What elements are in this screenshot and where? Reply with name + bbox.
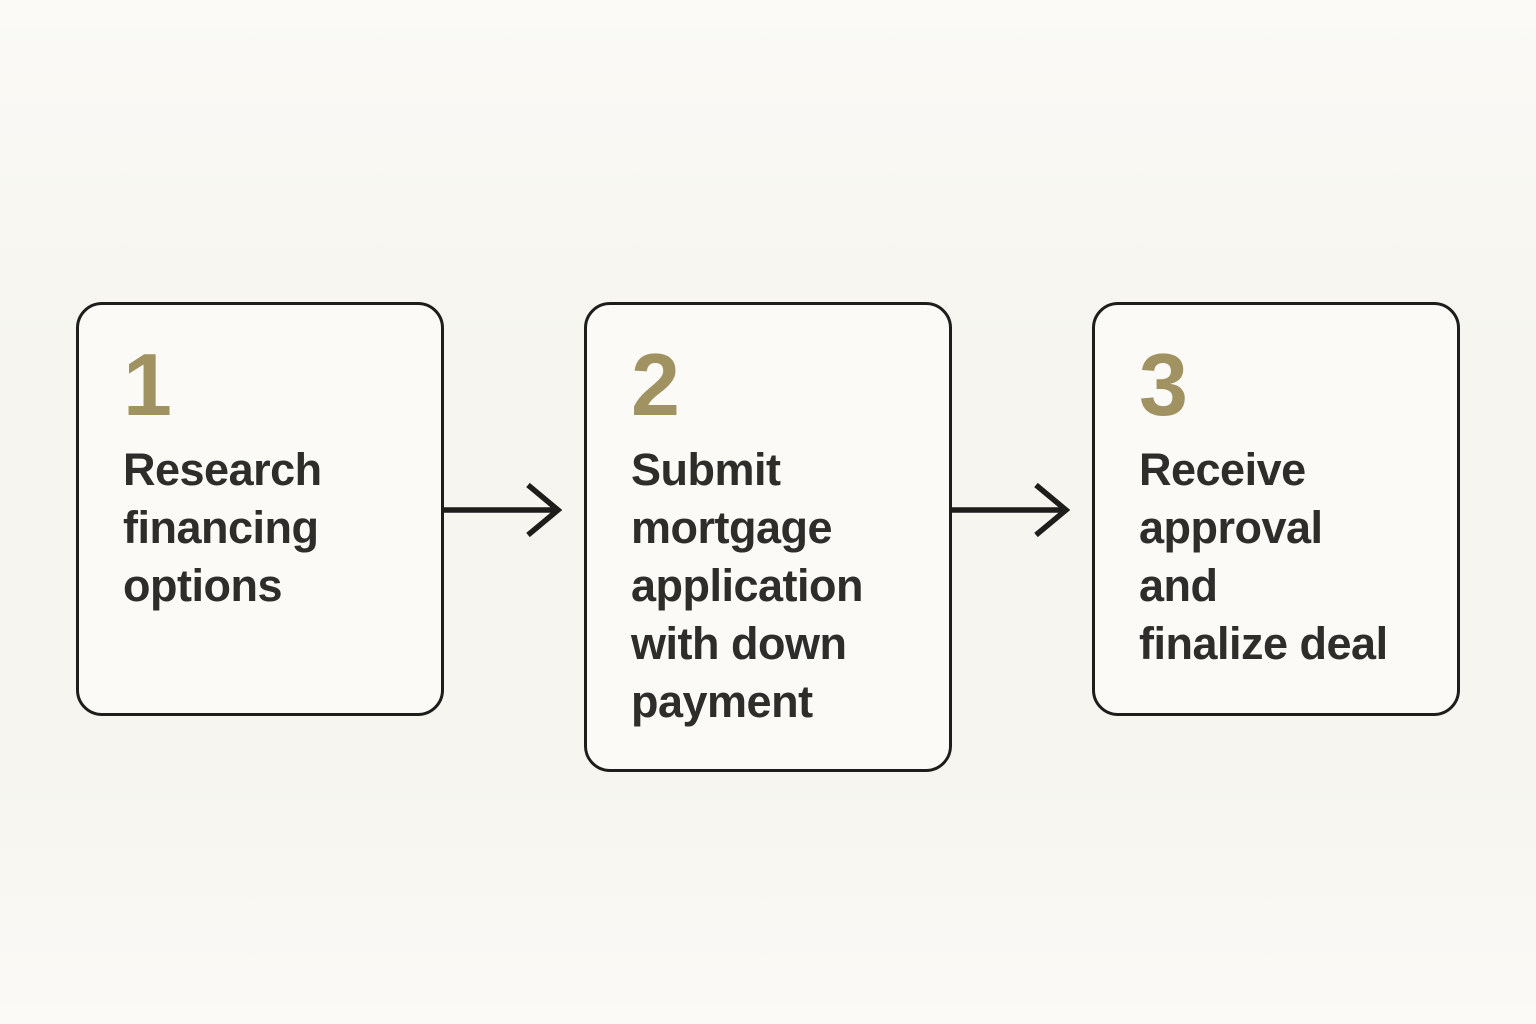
step-number: 2 xyxy=(631,335,680,434)
mortgage-process-flow: 1 Research financing options 2 Submit mo… xyxy=(0,302,1536,772)
step-label: Submit mortgage application with down pa… xyxy=(631,444,864,727)
step-number: 1 xyxy=(123,335,172,434)
step-card-1: 1 Research financing options xyxy=(76,302,444,716)
step-card-2: 2 Submit mortgage application with down … xyxy=(584,302,952,772)
step-card-3: 3 Receive approval and finalize deal xyxy=(1092,302,1460,716)
step-number: 3 xyxy=(1139,335,1188,434)
step-label: Receive approval and finalize deal xyxy=(1139,444,1388,669)
arrow-right-icon xyxy=(444,480,584,540)
arrow-right-icon xyxy=(952,480,1092,540)
step-label: Research financing options xyxy=(123,444,322,611)
